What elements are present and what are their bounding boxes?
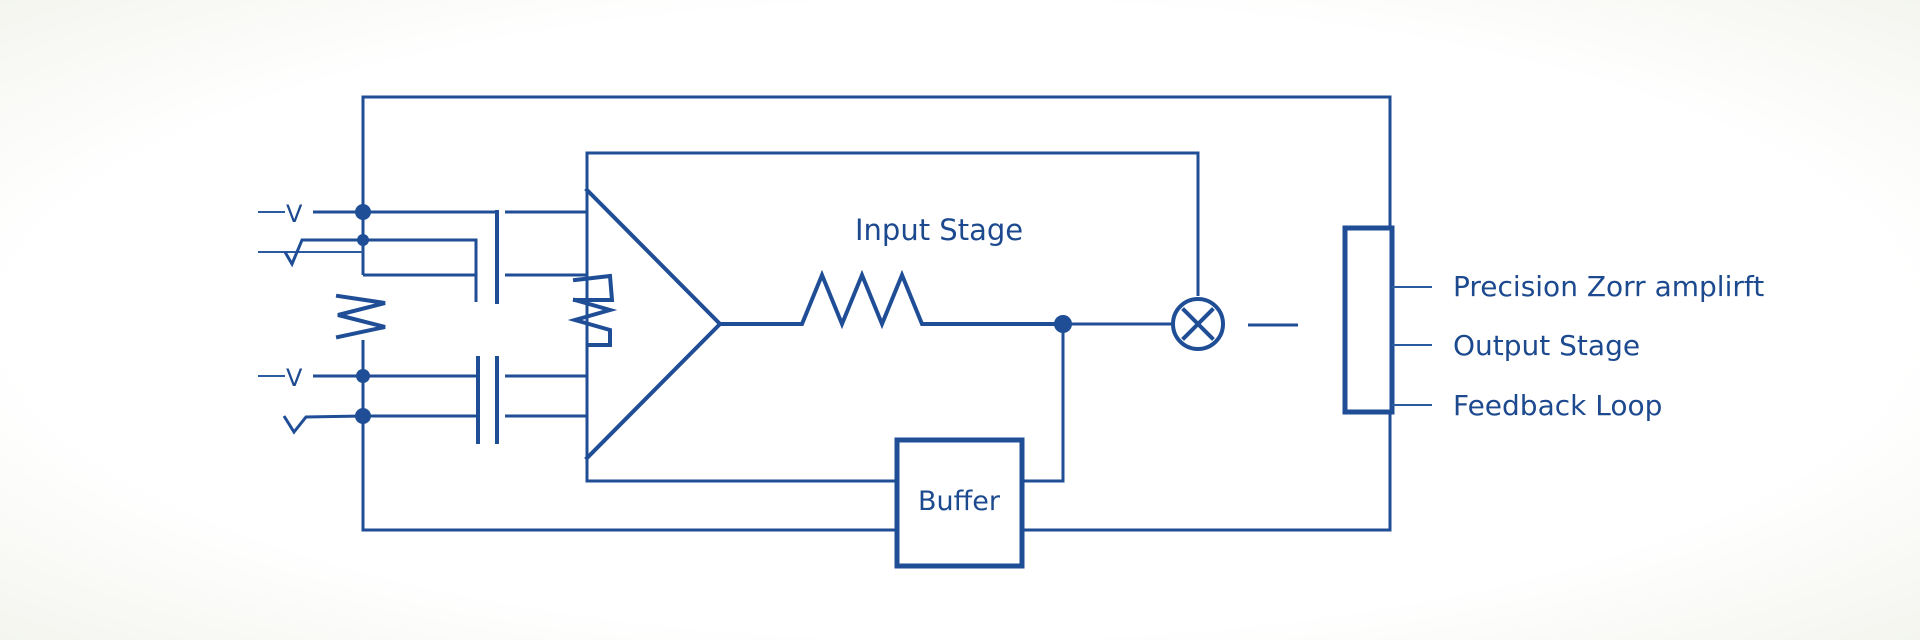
summing-junction	[1171, 297, 1298, 351]
resistor-zigzag	[718, 269, 1065, 330]
input-rail: V V	[258, 200, 386, 435]
legend-label-feedback-loop: Feedback Loop	[1453, 389, 1662, 422]
lower-capacitor	[363, 356, 587, 444]
input-check-symbol-1	[283, 238, 363, 268]
v-top-label: V	[286, 200, 303, 228]
inner-feedback-loop	[585, 151, 1200, 483]
legend: Precision Zorr amplirft Output Stage Fee…	[1453, 270, 1764, 422]
op-amp-triangle	[584, 187, 723, 461]
upper-capacitor	[363, 210, 587, 304]
outer-loop-top-wire	[361, 95, 1392, 228]
outer-feedback-loop	[361, 95, 1392, 532]
inner-loop-bottom-wire	[585, 450, 895, 483]
buffer-block: Buffer	[894, 437, 1025, 569]
buffer-box	[894, 437, 1025, 569]
input-stage-label: Input Stage	[855, 213, 1023, 247]
cap-upper-wire-b	[363, 238, 478, 302]
output-block-rect	[1342, 225, 1395, 415]
cross-line-2	[1181, 307, 1215, 341]
buffer-feedback-wire	[1022, 323, 1065, 483]
input-check-symbol-2	[282, 414, 364, 435]
legend-label-output-stage: Output Stage	[1453, 329, 1640, 362]
v-bottom-label: V	[286, 364, 303, 392]
legend-label-precision-amplifier: Precision Zorr amplirft	[1453, 270, 1764, 303]
input-stage-resistor: Input Stage	[718, 213, 1173, 333]
outer-loop-bottom-right-wire	[1022, 412, 1392, 532]
rail-resistor	[335, 293, 386, 340]
outer-loop-bottom-left-wire	[361, 420, 895, 532]
op-amp	[567, 187, 723, 461]
output-block	[1342, 225, 1432, 415]
summing-circle	[1171, 297, 1225, 351]
inner-loop-top-wire	[585, 151, 1200, 296]
op-amp-internal-resistor	[567, 273, 618, 347]
buffer-label: Buffer	[918, 486, 1001, 517]
